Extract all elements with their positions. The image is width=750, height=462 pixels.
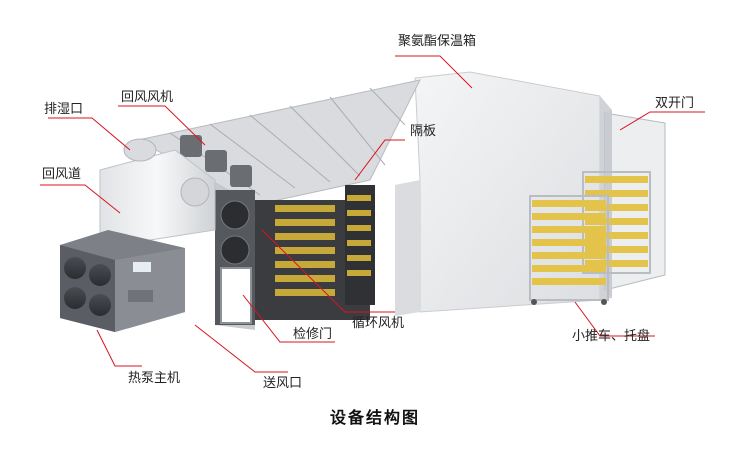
label-heat-pump: 热泵主机: [128, 371, 181, 386]
leader-double-door: [619, 111, 705, 131]
label-double-door: 双开门: [655, 96, 695, 111]
leader-circulation-fan: [261, 229, 395, 313]
label-baffle: 隔板: [410, 124, 437, 139]
trolleys: [529, 171, 651, 305]
leader-insulation-box: [395, 55, 473, 89]
leader-lines: [40, 55, 705, 373]
leader-air-supply: [194, 324, 288, 373]
leader-inspection-door: [242, 294, 335, 343]
return-duct: [99, 138, 216, 241]
label-air-supply: 送风口: [263, 376, 303, 391]
leader-return-fan: [118, 105, 206, 146]
heat-pump-unit: [60, 230, 185, 332]
label-return-duct: 回风道: [42, 167, 82, 182]
return-fans: [180, 135, 252, 187]
leader-dehumid-port: [48, 117, 131, 151]
label-insulation-box: 聚氨酯保温箱: [398, 34, 477, 49]
diagram-caption: 设备结构图: [329, 408, 420, 427]
inspection-door-shape: [220, 267, 252, 324]
leader-baffle: [354, 139, 405, 181]
leader-trolley-tray: [574, 301, 655, 337]
label-return-fan: 回风风机: [121, 90, 174, 105]
label-trolley-tray: 小推车、托盘: [572, 329, 651, 344]
leader-heat-pump: [96, 329, 142, 367]
trolley-front: [529, 195, 609, 305]
label-circulation-fan: 循环风机: [352, 316, 405, 331]
leader-return-duct: [40, 184, 121, 214]
label-inspection-door: 检修门: [293, 327, 333, 342]
label-dehumid-port: 排湿口: [44, 102, 84, 117]
chamber-trays: [275, 195, 371, 296]
